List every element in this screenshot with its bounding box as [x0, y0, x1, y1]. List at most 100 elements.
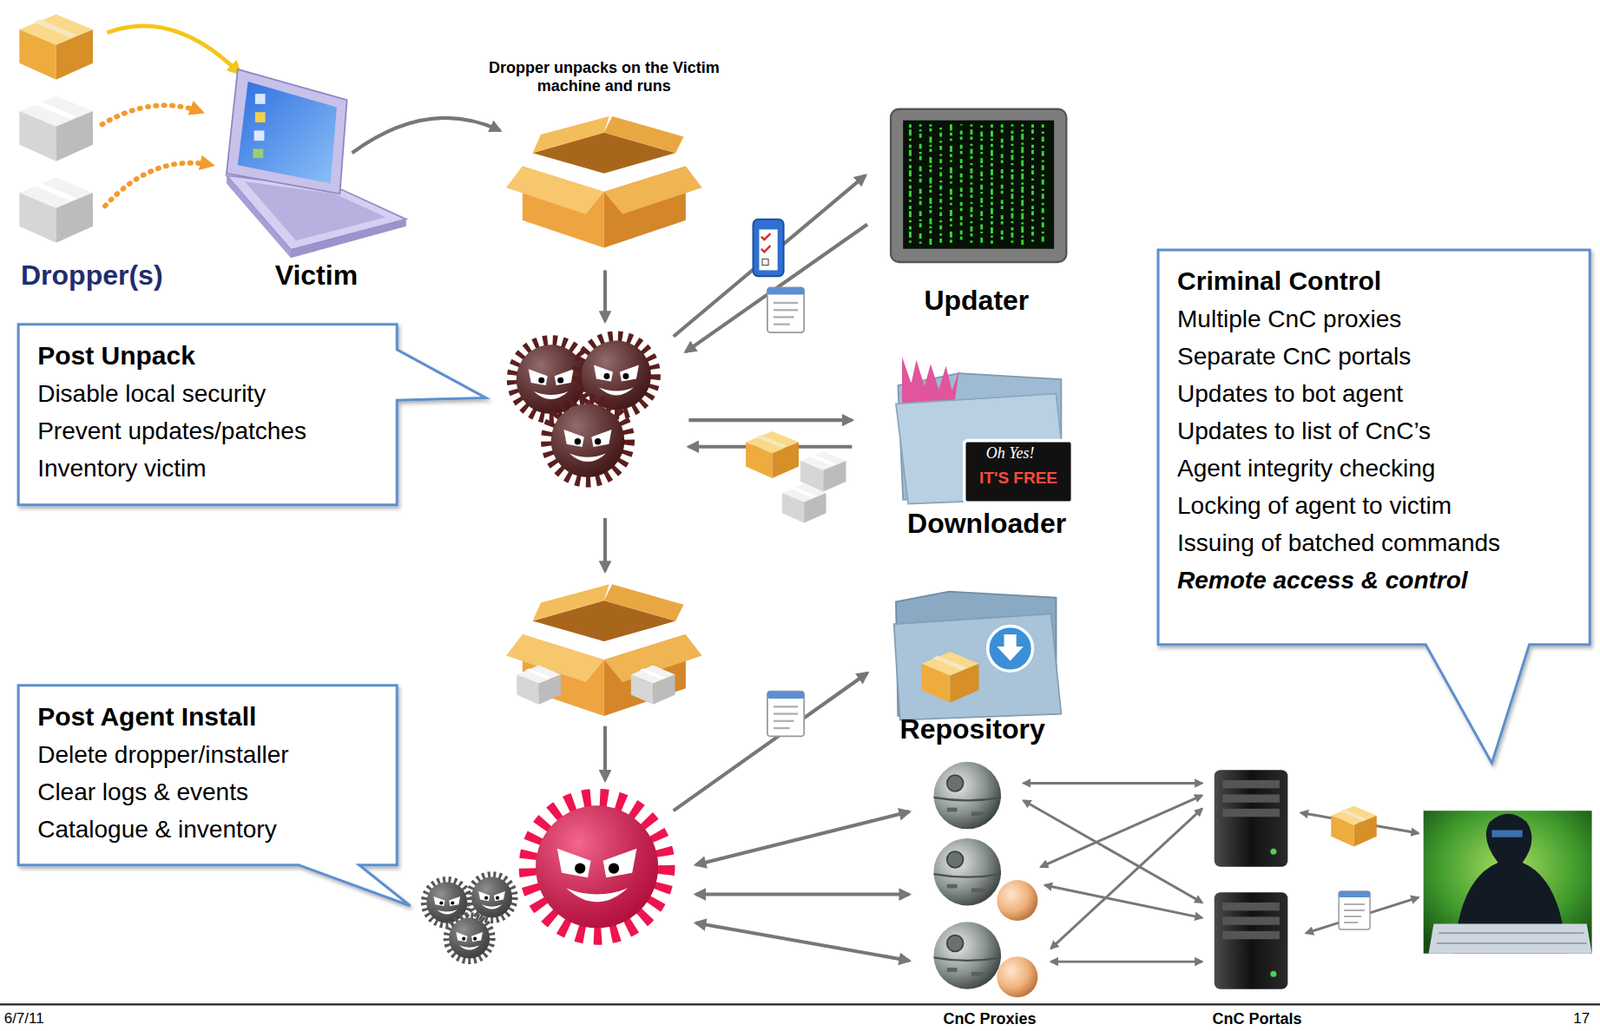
- terminal-icon: [890, 109, 1067, 263]
- criminal-picture-part-part: [1436, 942, 1587, 945]
- callout-item: Clear logs & events: [37, 773, 378, 811]
- callout-outline: [18, 324, 486, 506]
- document-icon: [767, 691, 804, 738]
- terminal-icon-part-part: [949, 124, 953, 245]
- criminal-picture: [1423, 810, 1593, 955]
- flow-arrows-part: [352, 118, 501, 153]
- cnc-proxies-part: [996, 956, 1038, 998]
- callout-item: Catalogue & inventory: [37, 810, 378, 849]
- icon-caption: Dropper(s): [20, 259, 164, 292]
- callout-item: Inventory victim: [37, 449, 378, 488]
- checklist-icon-part: [758, 229, 777, 270]
- terminal-icon-part-part: [1011, 124, 1014, 245]
- terminal-icon-part-part: [1000, 124, 1004, 245]
- repository-icon-part: [921, 651, 980, 704]
- checklist-icon-part: [761, 233, 771, 252]
- repository-icon-part: [894, 613, 1062, 720]
- group-caption: CnC Proxies: [943, 1010, 1037, 1029]
- callout-item: Disable local security: [37, 375, 378, 413]
- flow-arrows-part: [603, 518, 607, 572]
- callout-heading: Post Unpack: [37, 336, 378, 376]
- laptop-icon-part: [237, 81, 337, 185]
- step-note: Dropper unpacks on the Victim machine an…: [485, 59, 723, 95]
- callout-item: Multiple CnC proxies: [1177, 300, 1571, 338]
- callout-box: Post Agent InstallDelete dropper/install…: [18, 685, 397, 866]
- criminal-picture-part: [1423, 810, 1593, 955]
- callout-item: Updates to bot agent: [1177, 375, 1571, 413]
- icon-caption: Downloader: [907, 507, 1067, 540]
- downloader-icon-part: [902, 356, 960, 406]
- callout-item: Delete dropper/installer: [37, 736, 378, 774]
- dropper-arrows-part: [102, 105, 203, 125]
- flow-arrows-part: [696, 922, 910, 961]
- cnc-links-part: [1051, 809, 1203, 949]
- dropper-arrows-part: [106, 26, 240, 74]
- page-number: 17: [1573, 1010, 1590, 1028]
- unpacked-box: [506, 116, 703, 249]
- footer-rule: [0, 1003, 1600, 1006]
- laptop-icon-part: [290, 219, 407, 259]
- laptop-icon-part: [254, 130, 265, 141]
- slide-date: 6/7/11: [4, 1010, 45, 1028]
- criminal-picture-part: [1436, 933, 1587, 944]
- document-icon: [767, 287, 804, 333]
- group-caption: CnC Portals: [1212, 1010, 1303, 1029]
- checklist-icon-part: [762, 258, 769, 265]
- download-cubes: [745, 431, 846, 524]
- downloader-icon-part: [964, 441, 1074, 504]
- callout-outline: [18, 685, 410, 907]
- bot-agent: [529, 799, 665, 935]
- icon-caption: Updater: [923, 284, 1029, 317]
- malware-cluster-part: [546, 400, 628, 481]
- callout-item: Prevent updates/patches: [37, 412, 378, 450]
- callout-item: Issuing of batched commands: [1177, 524, 1571, 562]
- dropper-arrows: [102, 26, 241, 206]
- criminal-picture-part-part: [1438, 932, 1584, 935]
- cnc-proxies-part: [933, 762, 1001, 830]
- sign-text: Oh Yes!: [986, 444, 1035, 463]
- repository-icon-part: [996, 634, 1024, 662]
- terminal-icon-part-part: [1031, 124, 1034, 245]
- laptop-icon-part: [255, 93, 266, 105]
- flow-arrows-part: [673, 673, 868, 812]
- unpacked-box-with-parts-part: [516, 665, 561, 705]
- dropper-arrows-part: [105, 163, 212, 207]
- dropper-icons-part: [19, 95, 93, 161]
- checklist-icon: [752, 219, 784, 277]
- cnc-proxies: [933, 762, 1038, 998]
- terminal-icon-part-part: [908, 124, 912, 245]
- callout-outline: [1158, 250, 1590, 764]
- download-cubes-part: [745, 431, 799, 479]
- flow-arrows-part: [688, 418, 852, 422]
- terminal-icon-part-part: [1020, 124, 1024, 245]
- terminal-icon-part: [902, 120, 1054, 250]
- cnc-proxies-part: [996, 880, 1038, 922]
- terminal-icon-part: [890, 109, 1067, 263]
- flow-arrows: [352, 118, 910, 962]
- dropper-icons: [19, 13, 93, 243]
- terminal-icon-part-part: [960, 124, 963, 245]
- flow-arrows-part: [696, 811, 910, 865]
- removed-droppers-part: [469, 875, 515, 921]
- callout-item: Agent integrity checking: [1177, 449, 1571, 488]
- callout-heading: Criminal Control: [1177, 262, 1571, 301]
- cnc-links-part: [1051, 961, 1203, 964]
- removed-droppers-part: [447, 915, 493, 962]
- cnc-proxies-part: [933, 838, 1001, 907]
- payload-icon: [1330, 806, 1377, 848]
- laptop-icon-part: [226, 69, 348, 194]
- unpacked-box-with-parts: [506, 584, 703, 717]
- callout-box: Criminal ControlMultiple CnC proxiesSepa…: [1158, 250, 1590, 646]
- callout-item: Locking of agent to victim: [1177, 487, 1571, 525]
- callout-item: Updates to list of CnC’s: [1177, 412, 1571, 450]
- callout-item: Separate CnC portals: [1177, 337, 1571, 376]
- checklist-icon-part: [752, 219, 784, 277]
- icon-caption: Repository: [900, 713, 1046, 746]
- terminal-icon-part-part: [969, 124, 973, 245]
- cnc-links-part: [1023, 782, 1203, 785]
- unpacked-box-with-parts-part: [506, 584, 703, 717]
- flow-arrows-part: [673, 175, 866, 337]
- document-icon: [1338, 891, 1370, 930]
- repository-icon-part: [987, 625, 1034, 672]
